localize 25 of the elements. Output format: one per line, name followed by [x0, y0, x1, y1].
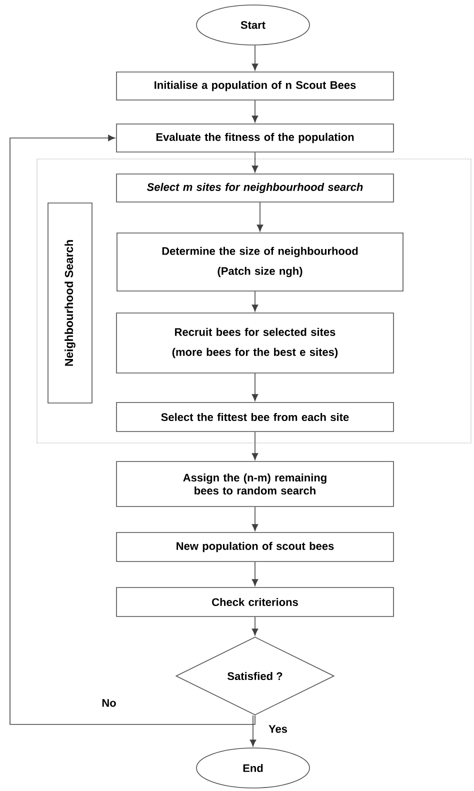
process-box: Recruit bees for selected sites (more bees for the best e sites)	[116, 312, 394, 374]
arrow	[252, 506, 258, 532]
process-box: Determine the size of neighbourhood (Patch size ngh)	[116, 232, 404, 292]
process-box: Select m sites for neighbourhood search	[116, 174, 394, 202]
arrow	[252, 562, 258, 586]
arrow	[252, 291, 258, 312]
arrow	[252, 152, 258, 173]
arrow	[252, 100, 258, 123]
process-box: Initialise a population of n Scout Bees	[116, 72, 394, 100]
arrow	[10, 134, 256, 725]
process-box: New population of scout bees	[116, 532, 394, 562]
dashed-region	[36, 158, 472, 444]
group-label-box: Neighbourhood Search	[48, 202, 92, 404]
edge-label: No	[100, 698, 118, 708]
arrow	[256, 202, 264, 232]
process-box: Check criterions	[116, 587, 394, 617]
arrow	[252, 44, 258, 71]
arrow	[250, 715, 256, 747]
process-box: Select the fittest bee from each site	[116, 402, 394, 432]
edge-label: Yes	[268, 724, 288, 734]
arrow	[252, 432, 258, 460]
process-box: Assign the (n-m) remaining bees to random search	[116, 461, 394, 507]
arrow	[252, 373, 258, 402]
process-box: Evaluate the fitness of the population	[116, 124, 394, 152]
arrow	[252, 616, 258, 636]
